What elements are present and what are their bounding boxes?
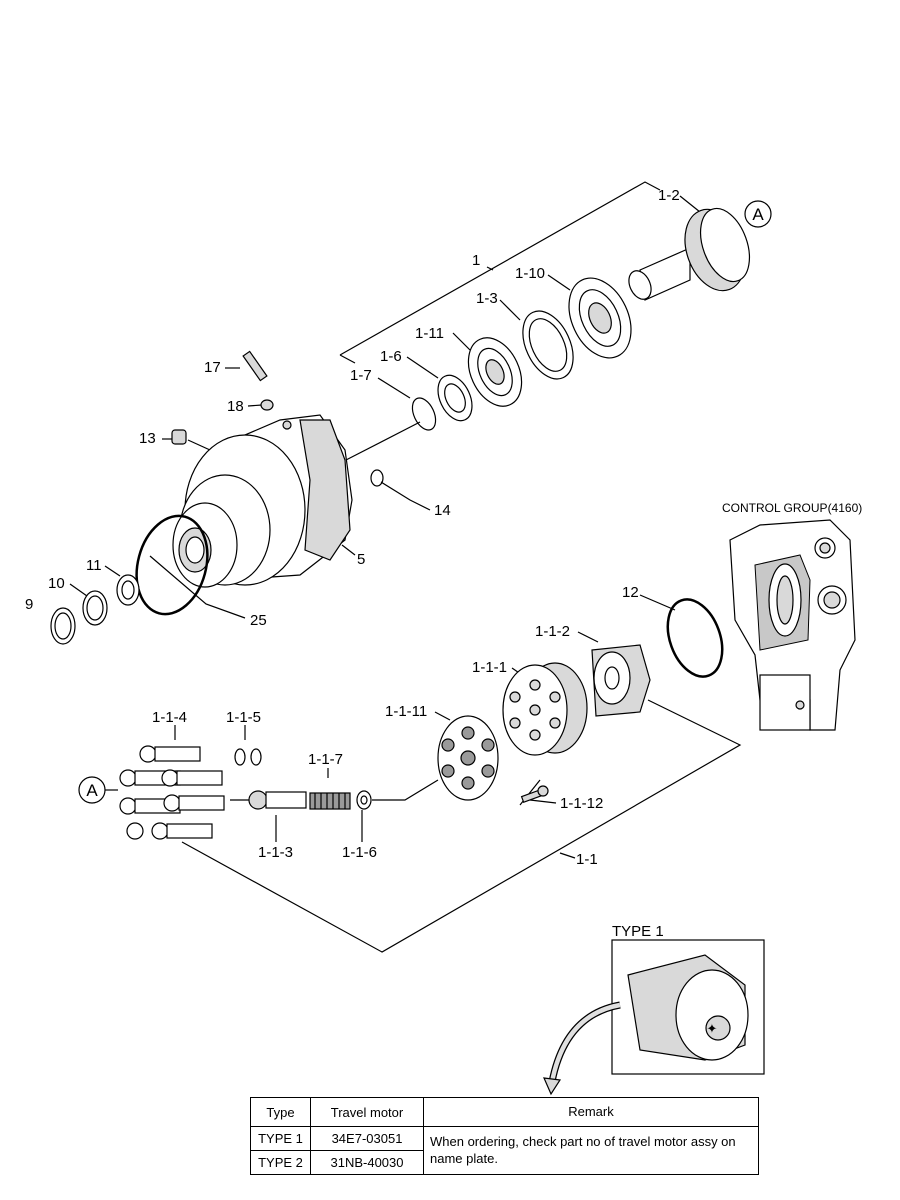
table-row: TYPE 1 34E7-03051 When ordering, check p… [250,1126,759,1175]
part-rings-1-1-5 [234,748,262,766]
part-snap-ring-1-7 [411,397,437,431]
part-spring-1-1-7 [309,792,351,810]
label-1-10: 1-10 [515,265,545,282]
label-10: 10 [48,575,65,592]
part-valve-plate-1-1-2 [591,644,651,717]
label-14: 14 [434,502,451,519]
part-plug-13 [171,429,187,445]
table-cell-type: TYPE 1 [250,1126,311,1151]
part-ring-1-3 [522,310,574,380]
ref-marker-top-label: A [752,205,764,224]
label-1-1-2: 1-1-2 [535,623,570,640]
label-1-1-4: 1-1-4 [152,709,187,726]
table-cell-remark: When ordering, check part no of travel m… [423,1126,759,1175]
label-1-1: 1-1 [576,851,598,868]
label-18: 18 [227,398,244,415]
ref-marker-bottom-label: A [86,781,98,800]
logo-mark: ✦ [707,1021,718,1036]
part-ring-10 [82,590,108,626]
table-row: TYPE 2 31NB-40030 [250,1150,759,1175]
ref-marker-top: A [744,200,772,228]
label-1-2: 1-2 [658,187,680,204]
table-cell-type: TYPE 2 [250,1150,311,1175]
pointer-arrow [543,1001,621,1096]
type1-title: TYPE 1 [612,923,664,940]
label-9: 9 [25,596,33,613]
label-12: 12 [622,584,639,601]
part-screw-1-1-12 [520,785,549,804]
label-1-7: 1-7 [350,367,372,384]
part-ring-1-6 [437,374,473,422]
part-snap-ring-9 [50,607,76,645]
part-o-ring-25 [135,514,209,616]
label-1-1-12: 1-1-12 [560,795,603,812]
part-labels: 1 1-2 1-10 1-3 1-11 1-6 1-7 17 18 13 14 … [25,187,680,868]
label-1-1-7: 1-1-7 [308,751,343,768]
part-plug-18 [260,399,274,411]
label-11: 11 [86,557,102,574]
label-1-1-6: 1-1-6 [342,844,377,861]
part-cylinder-block-1-1-1 [502,662,588,756]
ref-marker-bottom: A [78,776,106,804]
part-washer-1-1-6 [356,790,372,810]
control-group-illustration [729,519,856,731]
table-cell-travel-motor: 31NB-40030 [310,1150,424,1175]
part-bearing-1-11 [467,337,523,407]
part-bearing-1-10 [568,277,632,359]
type1-image-box: ✦ [611,939,765,1075]
label-13: 13 [139,430,156,447]
label-5: 5 [357,551,365,568]
label-1-1-3: 1-1-3 [258,844,293,861]
part-housing-5 [172,414,353,588]
leader-lines [69,181,742,953]
label-1-6: 1-6 [380,348,402,365]
part-o-ring-12 [666,598,724,678]
part-bolt-17 [242,350,268,382]
table-header-type: Type [250,1097,311,1127]
label-1-1-5: 1-1-5 [226,709,261,726]
table-header-travel-motor: Travel motor [310,1097,424,1127]
label-1-3: 1-3 [476,290,498,307]
label-25: 25 [250,612,267,629]
table-header-remark: Remark [423,1097,759,1127]
travel-motor-type-table: Type Travel motor Remark TYPE 1 34E7-030… [250,1097,759,1175]
label-1-11: 1-11 [415,325,444,342]
label-1-1-1: 1-1-1 [472,659,507,676]
part-shaft-1-2 [628,207,751,301]
part-pistons-1-1-4 [119,745,225,840]
part-retainer-plate-1-1-11 [437,715,499,801]
control-group-label: CONTROL GROUP(4160) [722,501,862,515]
part-o-ring-14 [370,469,384,487]
label-1: 1 [472,252,480,269]
table-cell-travel-motor: 34E7-03051 [310,1126,424,1151]
part-piston-1-1-3 [230,790,307,810]
part-ring-11 [116,574,140,606]
label-1-1-11: 1-1-11 [385,703,427,720]
label-17: 17 [204,359,221,376]
table-header-row: Type Travel motor Remark [250,1097,759,1127]
